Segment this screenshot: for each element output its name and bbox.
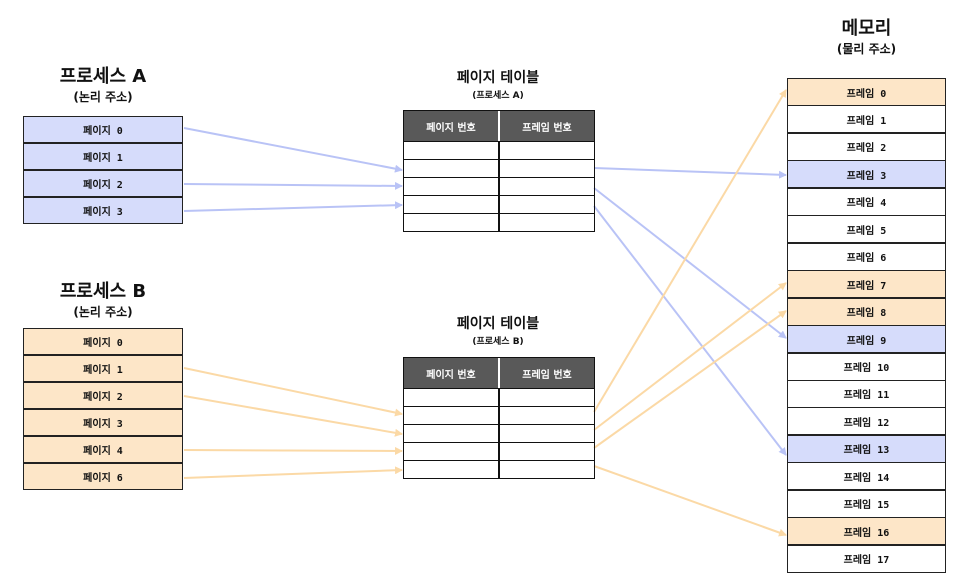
table-row [404,213,594,231]
process-b-page: 페이지 3 [23,409,183,436]
memory-frame: 프레임 0 [787,78,946,106]
mapping-arrow [593,465,787,537]
page-table-a: 페이지 번호 프레임 번호 [403,110,595,232]
mapping-arrow [183,446,403,455]
memory-frame: 프레임 15 [787,489,946,518]
table-row [404,177,594,195]
process-a-page: 페이지 0 [23,116,183,143]
memory-frame: 프레임 2 [787,132,946,161]
process-b-page: 페이지 2 [23,382,183,409]
table-row [404,442,594,460]
memory-frame: 프레임 13 [787,434,946,463]
page-table-a-subtitle: (프로세스 A) [472,91,524,101]
mapping-arrow [183,201,403,212]
memory-frame: 프레임 8 [787,297,946,326]
table-row [404,141,594,159]
table-row [404,424,594,442]
page-table-b-header: 페이지 번호 프레임 번호 [404,358,594,388]
mapping-arrow [593,167,787,179]
page-table-a-title: 페이지 테이블 [456,70,540,86]
memory-frame: 프레임 14 [787,462,946,491]
memory-frame: 프레임 11 [787,379,946,408]
memory-frame: 프레임 6 [787,242,946,271]
page-table-a-header: 페이지 번호 프레임 번호 [404,111,594,141]
table-row [404,159,594,177]
mapping-arrow [593,282,787,431]
process-b-subtitle: (논리 주소) [73,305,133,319]
mapping-arrow [593,310,787,449]
col-frame-number: 프레임 번호 [522,369,572,381]
mapping-arrow [183,127,403,173]
process-b-page: 페이지 0 [23,328,183,355]
mapping-arrow [183,466,403,479]
page-table-b-title: 페이지 테이블 [456,316,540,332]
process-b-page: 페이지 1 [23,355,183,382]
process-b-title: 프로세스 B [59,281,147,302]
memory-frame: 프레임 3 [787,160,946,189]
memory-frame: 프레임 9 [787,325,946,354]
table-row [404,406,594,424]
col-page-number: 페이지 번호 [404,111,500,141]
mapping-arrow [593,187,787,339]
memory-frame: 프레임 4 [787,187,946,216]
page-table-b-subtitle: (프로세스 B) [472,337,524,347]
table-row [404,195,594,213]
col-frame-number: 프레임 번호 [522,122,572,134]
process-a-page: 페이지 3 [23,197,183,224]
memory-frame: 프레임 5 [787,215,946,244]
table-row [404,460,594,478]
process-b-page: 페이지 4 [23,436,183,463]
process-b-page: 페이지 6 [23,463,183,490]
memory-frame: 프레임 7 [787,270,946,299]
process-a-title: 프로세스 A [59,66,147,87]
mapping-arrow [183,181,403,190]
memory-subtitle: (물리 주소) [836,42,897,56]
memory-title: 메모리 [841,18,892,39]
mapping-arrow [183,367,403,417]
memory-frame: 프레임 16 [787,517,946,546]
col-page-number: 페이지 번호 [404,358,500,388]
memory-frame: 프레임 12 [787,407,946,436]
mapping-arrow [593,205,787,456]
mapping-arrow [593,89,787,413]
process-a-page: 페이지 2 [23,170,183,197]
process-a-subtitle: (논리 주소) [73,90,133,104]
process-a-page: 페이지 1 [23,143,183,170]
table-row [404,388,594,406]
memory-frame: 프레임 10 [787,352,946,381]
mapping-arrow [183,395,403,437]
page-table-b: 페이지 번호 프레임 번호 [403,357,595,479]
memory-frame: 프레임 17 [787,544,946,573]
memory-frame: 프레임 1 [787,105,946,134]
